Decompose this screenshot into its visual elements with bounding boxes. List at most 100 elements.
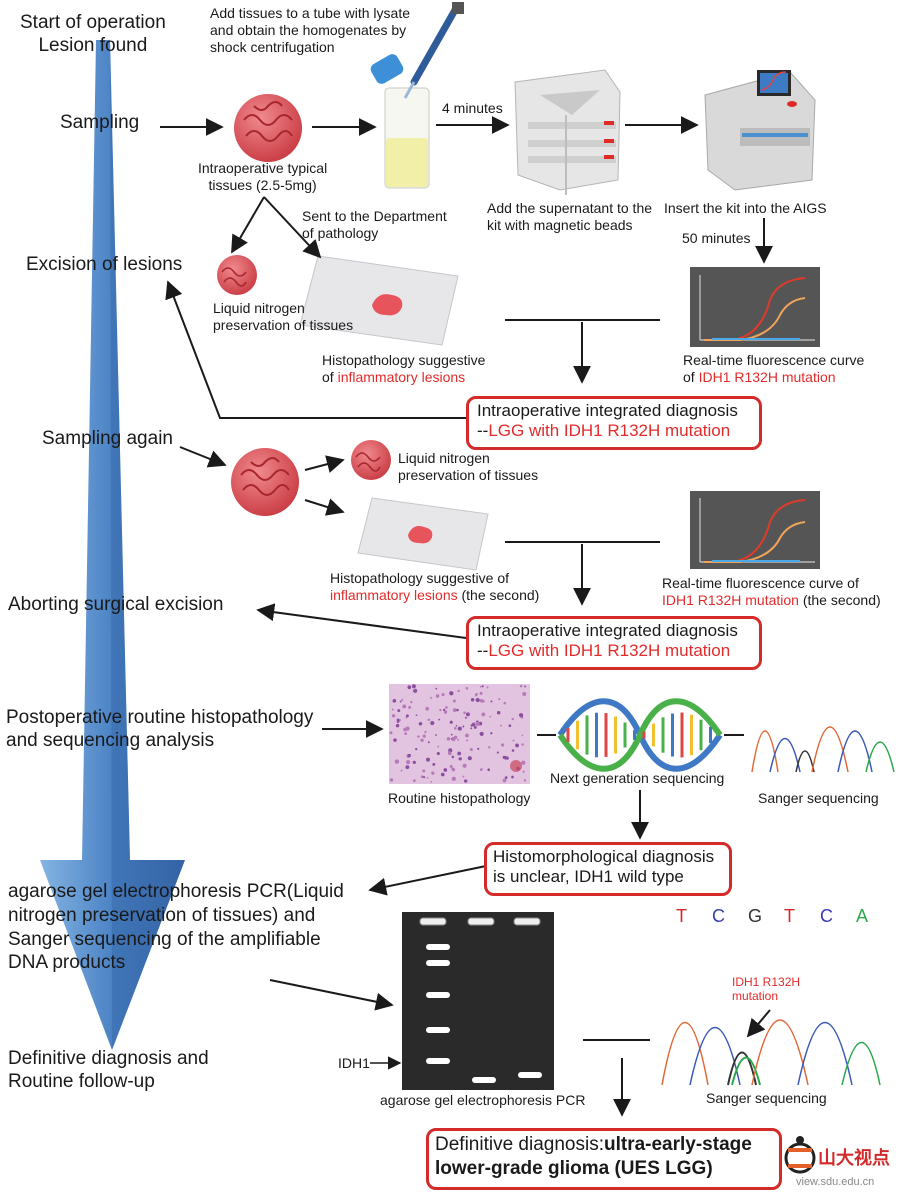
aigs-instrument xyxy=(704,70,816,191)
histology-cell xyxy=(524,685,527,688)
histology-cell xyxy=(457,751,462,756)
supernatant-label: Add the supernatant to the kit with magn… xyxy=(487,200,653,233)
histology-cell xyxy=(410,700,413,704)
histology-cell xyxy=(425,706,430,711)
integrated-diagnosis-box-1: Intraoperative integrated diagnosis --LG… xyxy=(466,396,762,450)
histology-cell xyxy=(519,684,523,688)
histology-cell xyxy=(436,751,440,756)
histology-cell xyxy=(451,776,456,781)
histology-cell xyxy=(447,751,452,756)
histology-cell xyxy=(441,693,445,697)
curve-label-1: Real-time fluorescence curve of IDH1 R13… xyxy=(683,352,865,385)
histology-cell xyxy=(430,696,433,699)
histology-cell xyxy=(489,715,492,718)
histology-cell xyxy=(430,721,435,726)
histology-cell xyxy=(474,694,477,697)
histology-cell xyxy=(470,727,473,730)
insert-kit-label: Insert the kit into the AIGS xyxy=(664,200,827,216)
histology-cell xyxy=(424,731,426,734)
fluorescence-panel-1 xyxy=(690,267,820,347)
histology-cell xyxy=(522,770,525,773)
timeline-arrow xyxy=(40,40,185,1050)
histology-cell xyxy=(504,776,508,779)
diagnosis-title-2: Intraoperative integrated diagnosis xyxy=(477,621,738,640)
arrow-sampling-again xyxy=(179,446,227,468)
histology-cell xyxy=(522,692,527,696)
gel-label: agarose gel electrophoresis PCR xyxy=(380,1092,586,1108)
histology-cell xyxy=(446,737,451,741)
histology-cell xyxy=(449,720,453,724)
add-tissues-label: Add tissues to a tube with lysate and ob… xyxy=(210,5,410,55)
histology-cell xyxy=(422,734,426,738)
histology-cell xyxy=(463,711,466,715)
histology-cell xyxy=(448,748,453,753)
histology-cell xyxy=(451,767,455,771)
histology-cell xyxy=(395,723,400,728)
histology-cell xyxy=(393,738,397,742)
tissue-large-2 xyxy=(231,448,299,516)
sanger-chromatogram-1 xyxy=(751,726,895,773)
histology-cell xyxy=(451,755,455,759)
timeline-postoperative: Postoperative routine histopathology and… xyxy=(6,707,314,751)
magnetic-kit xyxy=(514,69,621,195)
histology-cell xyxy=(400,769,403,772)
histology-cell xyxy=(392,699,397,703)
tissue-small-2 xyxy=(351,440,391,480)
histology-cell xyxy=(406,760,411,765)
watermark-name: 山大视点 xyxy=(818,1148,890,1168)
fluorescence-panel-2 xyxy=(690,491,820,569)
histology-cell xyxy=(486,686,489,689)
histology-cell xyxy=(503,701,507,705)
arrow-to-pcr-step xyxy=(368,865,487,896)
histology-cell xyxy=(412,760,416,765)
histology-cell xyxy=(465,733,469,738)
base-letter: T xyxy=(784,906,795,926)
histology-cell xyxy=(496,751,499,754)
histology-cell xyxy=(462,725,465,728)
histology-cell xyxy=(475,697,480,703)
histology-cell xyxy=(443,768,448,772)
histology-cell xyxy=(438,718,441,721)
base-letter: C xyxy=(820,906,833,926)
histology-cell xyxy=(405,765,410,770)
histology-cell xyxy=(396,718,400,722)
sdu-logo-icon xyxy=(784,1136,816,1174)
histology-cell xyxy=(462,763,467,768)
sanger-label-1: Sanger sequencing xyxy=(758,790,879,806)
histology-cell xyxy=(450,737,453,740)
histology-cell xyxy=(443,710,448,714)
histology-cell xyxy=(462,775,465,778)
histology-cell xyxy=(415,714,418,717)
arrow-diagnosis-to-aborting xyxy=(256,603,467,639)
histology-cell xyxy=(435,687,438,690)
histology-cell xyxy=(502,778,507,783)
histo-diagnosis-box: Histomorphological diagnosis is unclear,… xyxy=(484,842,732,896)
base-letter: G xyxy=(748,906,763,926)
histology-cell xyxy=(512,739,515,742)
histology-cell xyxy=(426,777,429,779)
sent-pathology-label: Sent to the Department of pathology xyxy=(302,208,447,241)
histology-cell xyxy=(508,724,512,728)
histology-cell xyxy=(450,733,453,736)
histology-cell xyxy=(406,714,409,718)
histology-cell xyxy=(511,775,514,779)
histology-cell xyxy=(503,755,508,760)
histology-cell xyxy=(412,779,416,783)
histology-cell xyxy=(466,739,469,742)
histology-cell xyxy=(435,694,440,698)
histology-cell xyxy=(403,727,408,732)
histology-cell xyxy=(496,711,501,715)
histology-cell xyxy=(475,722,480,727)
histology-cell xyxy=(473,725,477,729)
agarose-gel xyxy=(402,912,554,1090)
base-letter: C xyxy=(712,906,725,926)
histology-cell xyxy=(511,749,515,752)
timeline-excision: Excision of lesions xyxy=(26,254,183,275)
histology-cell xyxy=(426,757,431,762)
integrated-diagnosis-box-2: Intraoperative integrated diagnosis --LG… xyxy=(466,616,762,670)
histology-cell xyxy=(479,685,482,688)
timeline-pcr-step: agarose gel electrophoresis PCR(Liquid n… xyxy=(8,881,344,974)
timeline-definitive: Definitive diagnosis and Routine follow-… xyxy=(8,1048,209,1092)
arrow-diagnosis-to-excision xyxy=(165,280,466,419)
